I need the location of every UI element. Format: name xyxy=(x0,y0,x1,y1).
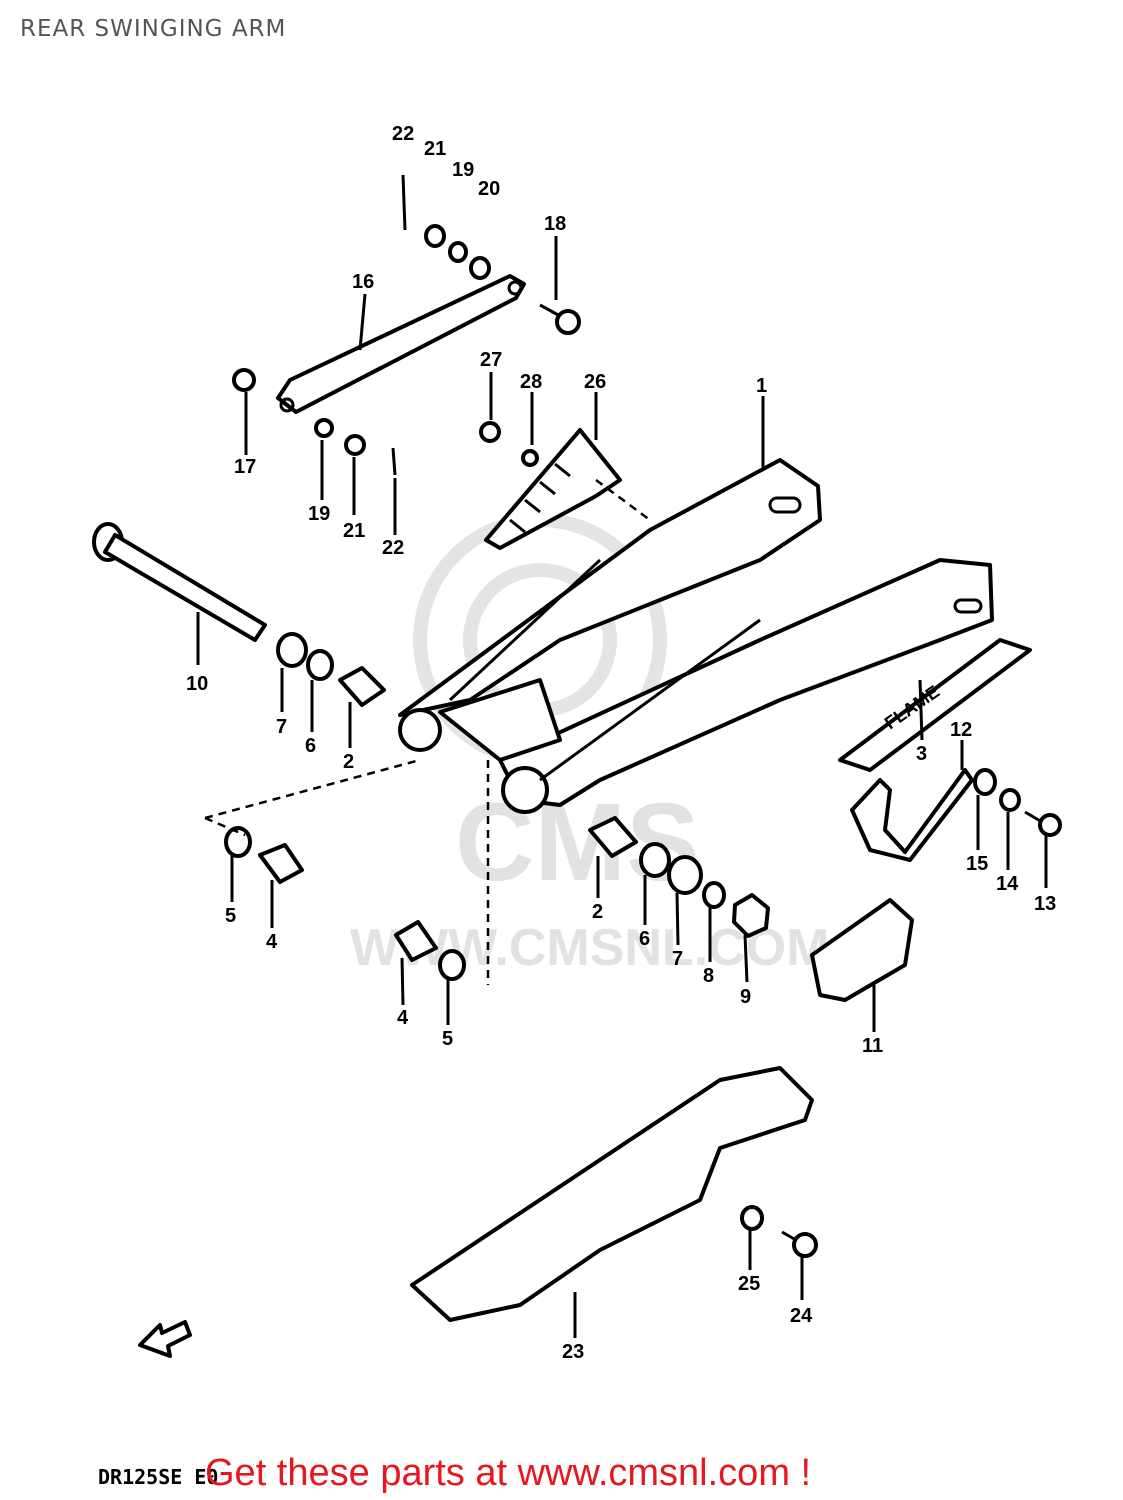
label-2: 2 xyxy=(343,751,354,773)
label-5: 5 xyxy=(442,1028,453,1050)
label-14: 14 xyxy=(996,873,1019,895)
label-9: 9 xyxy=(740,986,751,1008)
label-11: 11 xyxy=(862,1035,883,1057)
label-25: 25 xyxy=(738,1273,760,1295)
label-leader-lines xyxy=(196,236,1048,1338)
page-title: REAR SWINGING ARM xyxy=(20,16,287,42)
label-10: 10 xyxy=(186,673,208,695)
washers-and-bushes xyxy=(224,632,770,981)
label-5: 5 xyxy=(225,905,236,927)
label-22: 22 xyxy=(382,537,404,559)
torque-link-part xyxy=(276,274,526,414)
label-2: 2 xyxy=(592,901,603,923)
label-3: 3 xyxy=(916,743,927,765)
label-18: 18 xyxy=(544,213,566,235)
label-12: 12 xyxy=(950,719,972,741)
svg-text:CMS: CMS xyxy=(455,781,699,904)
label-4: 4 xyxy=(266,931,278,953)
label-23: 23 xyxy=(562,1341,584,1363)
pivot-axle-part xyxy=(92,522,267,642)
label-15: 15 xyxy=(966,853,988,875)
label-20: 20 xyxy=(478,178,500,200)
label-21: 21 xyxy=(343,520,365,542)
assembly-guide-lines xyxy=(204,478,651,985)
chain-tensioner-part xyxy=(850,768,974,862)
label-16: 16 xyxy=(352,271,374,293)
chain-case-part xyxy=(410,1066,814,1322)
label-27: 27 xyxy=(480,349,502,371)
label-28: 28 xyxy=(520,371,542,393)
label-1: 1 xyxy=(756,375,767,397)
label-13: 13 xyxy=(1034,893,1056,915)
label-17: 17 xyxy=(234,456,256,478)
part-labels: 22 21 19 20 18 16 27 28 26 1 17 19 21 22… xyxy=(186,123,1056,1363)
label-22: 22 xyxy=(392,123,414,145)
label-7: 7 xyxy=(276,716,287,738)
chain-adjuster-part xyxy=(810,898,914,1002)
label-6: 6 xyxy=(305,735,316,757)
label-7: 7 xyxy=(672,948,683,970)
label-24: 24 xyxy=(790,1305,813,1327)
label-6: 6 xyxy=(639,928,650,950)
label-8: 8 xyxy=(703,965,714,987)
front-direction-arrow xyxy=(138,1320,192,1358)
label-26: 26 xyxy=(584,371,606,393)
model-code: DR125SE E0 xyxy=(98,1465,219,1489)
label-4: 4 xyxy=(397,1007,409,1029)
label-19: 19 xyxy=(308,503,330,525)
promo-link[interactable]: Get these parts at www.cmsnl.com ! xyxy=(205,1452,812,1494)
label-21: 21 xyxy=(424,138,446,160)
small-hardware xyxy=(232,174,1062,1258)
label-19: 19 xyxy=(452,159,474,181)
swing-arm-part xyxy=(398,458,994,814)
